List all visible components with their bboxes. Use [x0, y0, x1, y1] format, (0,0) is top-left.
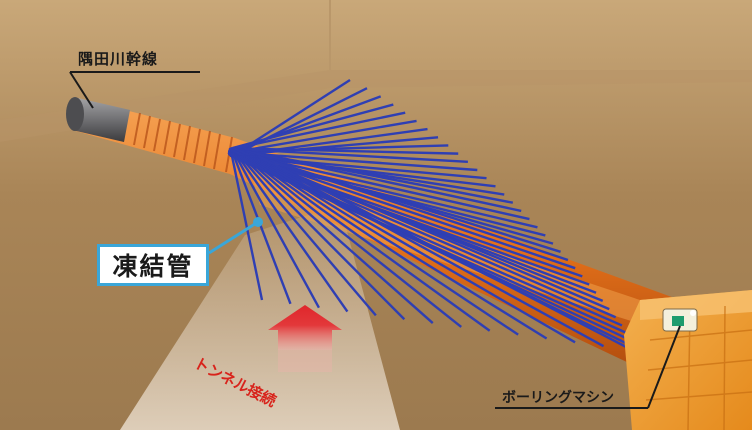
freeze-pipe	[253, 154, 576, 344]
freeze-pipe	[230, 146, 522, 213]
freeze-pipe	[249, 155, 519, 336]
trunk-line-label: 隅田川幹線	[78, 50, 159, 68]
freeze-pipe	[233, 147, 459, 155]
freeze-pipe	[232, 103, 394, 150]
freeze-pipes-callout-line	[208, 220, 259, 255]
freeze-pipe	[237, 155, 349, 313]
boring-machine-platform	[624, 290, 752, 430]
freeze-pipe	[255, 154, 605, 348]
freeze-pipe	[229, 147, 468, 164]
freeze-pipe	[245, 155, 462, 328]
trunk-label-leader	[69, 71, 94, 109]
freeze-pipe	[247, 155, 491, 332]
freeze-pipes-callout-dot	[253, 217, 263, 227]
freeze-pipe	[239, 155, 377, 317]
freeze-pipe	[227, 119, 417, 155]
wall-band	[0, 70, 752, 142]
freeze-pipe	[232, 155, 292, 305]
tunnel-direction-arrow	[268, 305, 342, 350]
freeze-pipe	[228, 111, 406, 151]
freeze-pipe	[257, 154, 633, 352]
freeze-pipe	[231, 146, 569, 262]
freeze-pipe	[234, 155, 320, 309]
freeze-pipes-fan	[227, 78, 641, 352]
boring-machine-label: ボーリングマシン	[502, 390, 614, 406]
pipe-end-cap	[66, 97, 84, 131]
freeze-pipes-label: 凍結管	[97, 244, 209, 286]
freeze-pipe	[251, 154, 548, 340]
freeze-pipe	[233, 154, 496, 188]
freeze-pipe	[243, 155, 434, 324]
freeze-pipe	[241, 155, 406, 321]
boring-label-leader	[647, 325, 681, 409]
freeze-pipe	[234, 136, 439, 157]
